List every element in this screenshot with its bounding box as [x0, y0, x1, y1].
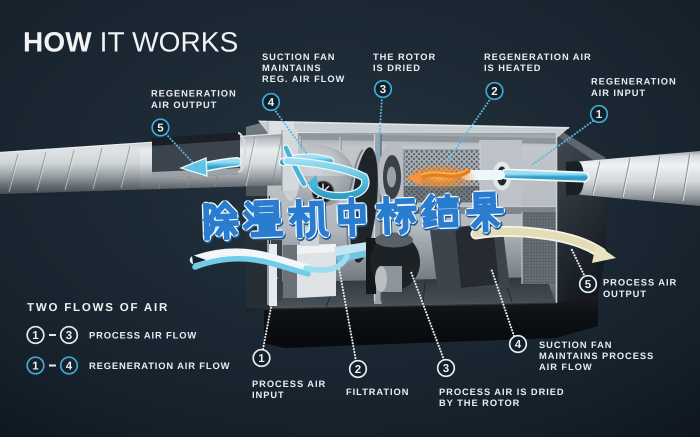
- svg-text:REGENERATION AIR: REGENERATION AIR: [484, 52, 592, 62]
- svg-text:PROCESS AIR IS DRIED: PROCESS AIR IS DRIED: [439, 387, 565, 397]
- svg-text:THE ROTOR: THE ROTOR: [373, 52, 436, 62]
- svg-text:SUCTION FAN: SUCTION FAN: [262, 52, 335, 62]
- svg-text:5: 5: [585, 279, 592, 291]
- svg-text:INPUT: INPUT: [252, 390, 285, 400]
- svg-text:REGENERATION AIR FLOW: REGENERATION AIR FLOW: [89, 360, 230, 371]
- svg-text:AIR INPUT: AIR INPUT: [591, 88, 646, 98]
- svg-text:4: 4: [66, 361, 73, 373]
- svg-text:PROCESS AIR: PROCESS AIR: [252, 379, 326, 389]
- svg-text:MAINTAINS: MAINTAINS: [262, 63, 322, 73]
- svg-text:3: 3: [443, 363, 449, 375]
- svg-text:HOW IT WORKS: HOW IT WORKS: [23, 27, 238, 58]
- svg-text:4: 4: [268, 97, 275, 109]
- svg-text:1: 1: [258, 353, 265, 365]
- svg-text:3: 3: [380, 84, 386, 96]
- svg-text:IS HEATED: IS HEATED: [484, 63, 541, 73]
- svg-text:5: 5: [157, 123, 164, 135]
- svg-text:IS DRIED: IS DRIED: [373, 63, 421, 73]
- svg-text:2: 2: [355, 364, 361, 376]
- svg-text:AIR FLOW: AIR FLOW: [539, 362, 593, 372]
- svg-text:MAINTAINS PROCESS: MAINTAINS PROCESS: [539, 351, 654, 361]
- svg-text:4: 4: [515, 339, 522, 351]
- svg-text:AIR OUTPUT: AIR OUTPUT: [151, 100, 217, 110]
- svg-text:OUTPUT: OUTPUT: [603, 289, 647, 299]
- svg-text:PROCESS AIR FLOW: PROCESS AIR FLOW: [89, 330, 197, 341]
- svg-text:REGENERATION: REGENERATION: [151, 89, 237, 99]
- svg-text:FILTRATION: FILTRATION: [346, 387, 409, 397]
- svg-text:REG. AIR FLOW: REG. AIR FLOW: [262, 74, 345, 84]
- svg-text:PROCESS AIR: PROCESS AIR: [603, 278, 677, 288]
- svg-text:1: 1: [596, 109, 603, 121]
- svg-text:3: 3: [66, 330, 72, 342]
- svg-text:REGENERATION: REGENERATION: [591, 77, 677, 87]
- svg-text:BY THE ROTOR: BY THE ROTOR: [439, 398, 520, 408]
- svg-text:TWO FLOWS OF AIR: TWO FLOWS OF AIR: [27, 302, 169, 314]
- svg-text:2: 2: [491, 86, 497, 98]
- svg-text:1: 1: [32, 361, 39, 373]
- svg-text:SUCTION FAN: SUCTION FAN: [539, 340, 612, 350]
- svg-text:1: 1: [32, 330, 39, 342]
